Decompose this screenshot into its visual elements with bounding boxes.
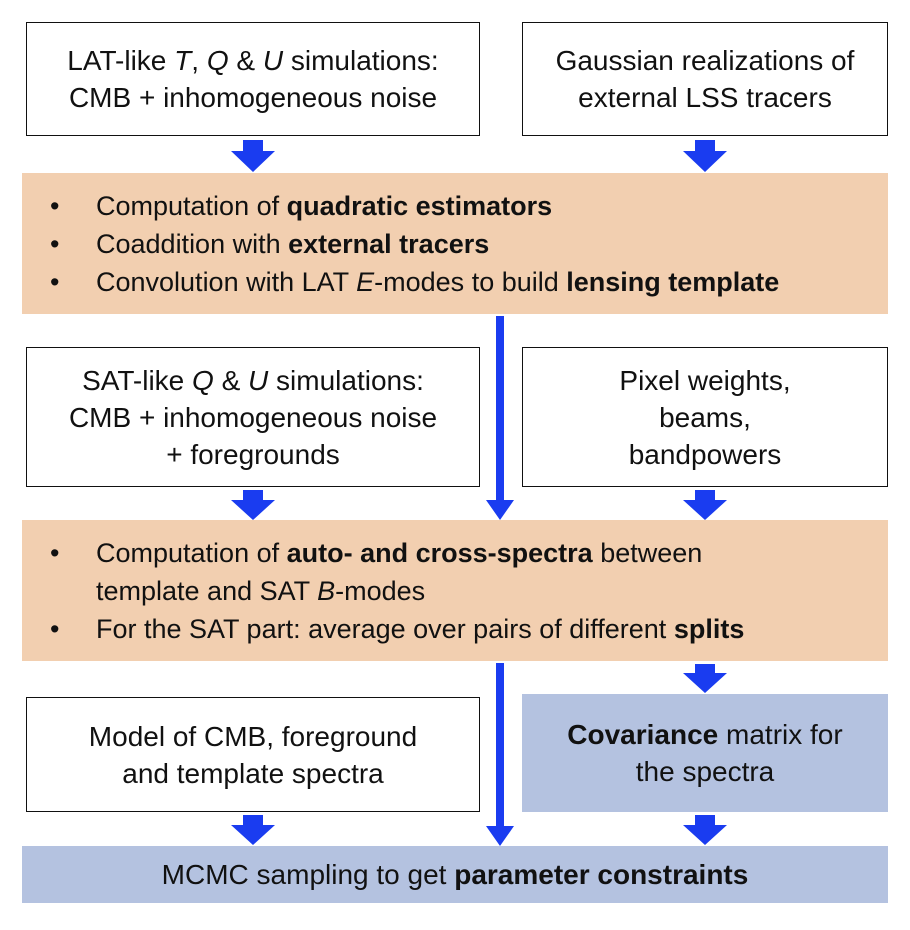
- lss-line2: external LSS tracers: [578, 82, 832, 113]
- pixel-line1: Pixel weights,: [619, 364, 791, 396]
- arrow-step2-to-covariance: [683, 664, 727, 693]
- bullet-lensing-template: • Convolution with LAT E-modes to build …: [50, 266, 780, 297]
- sat-line1: SAT-like Q & U simulations:: [82, 364, 424, 396]
- lss-line1: Gaussian realizations of: [555, 45, 855, 76]
- model-line1: Model of CMB, foreground: [88, 720, 418, 752]
- arrow-model-to-final: [231, 815, 275, 845]
- spectra-step: • Computation of auto- and cross-spectra…: [22, 520, 888, 661]
- model-spectra-box: Model of CMB, foreground and template sp…: [26, 697, 480, 812]
- cov-line1: Covariance matrix for: [567, 719, 843, 750]
- bullet-auto-cross-spectra: • Computation of auto- and cross-spectra…: [50, 537, 703, 606]
- arrow-pixel-to-step2: [683, 490, 727, 520]
- cov-line2: the spectra: [635, 756, 775, 787]
- pixel-line3: bandpowers: [628, 438, 782, 470]
- bullet-quadratic-estimators: • Computation of quadratic estimators: [50, 190, 553, 221]
- lat-line1: LAT-like T, Q & U simulations:: [67, 45, 439, 76]
- arrow-step2-to-final: [486, 663, 514, 846]
- bullet-external-tracers: • Coaddition with external tracers: [50, 228, 490, 259]
- pixel-line2: beams,: [659, 401, 751, 433]
- arrow-lat-to-step1: [231, 140, 275, 172]
- arrow-sat-to-step2: [231, 490, 275, 520]
- lss-tracers-box: Gaussian realizations of external LSS tr…: [522, 22, 888, 136]
- pixel-weights-box: Pixel weights, beams, bandpowers: [522, 347, 888, 487]
- arrow-covariance-to-final: [683, 815, 727, 845]
- lat-line2: CMB + inhomogeneous noise: [68, 82, 438, 113]
- mcmc-sampling-box: MCMC sampling to get parameter constrain…: [22, 846, 888, 903]
- lensing-template-step: • Computation of quadratic estimators • …: [22, 173, 888, 314]
- bullet-splits: • For the SAT part: average over pairs o…: [50, 613, 745, 644]
- sat-simulations-box: SAT-like Q & U simulations: CMB + inhomo…: [26, 347, 480, 487]
- sat-line2: CMB + inhomogeneous noise: [68, 401, 438, 433]
- model-line2: and template spectra: [122, 757, 384, 789]
- covariance-box: Covariance matrix for the spectra: [522, 694, 888, 812]
- mcmc-line: MCMC sampling to get parameter constrain…: [161, 859, 749, 890]
- arrow-lss-to-step1: [683, 140, 727, 172]
- sat-line3: + foregrounds: [166, 438, 340, 470]
- lat-simulations-box: LAT-like T, Q & U simulations: CMB + inh…: [26, 22, 480, 136]
- arrow-step1-to-step2: [486, 316, 514, 520]
